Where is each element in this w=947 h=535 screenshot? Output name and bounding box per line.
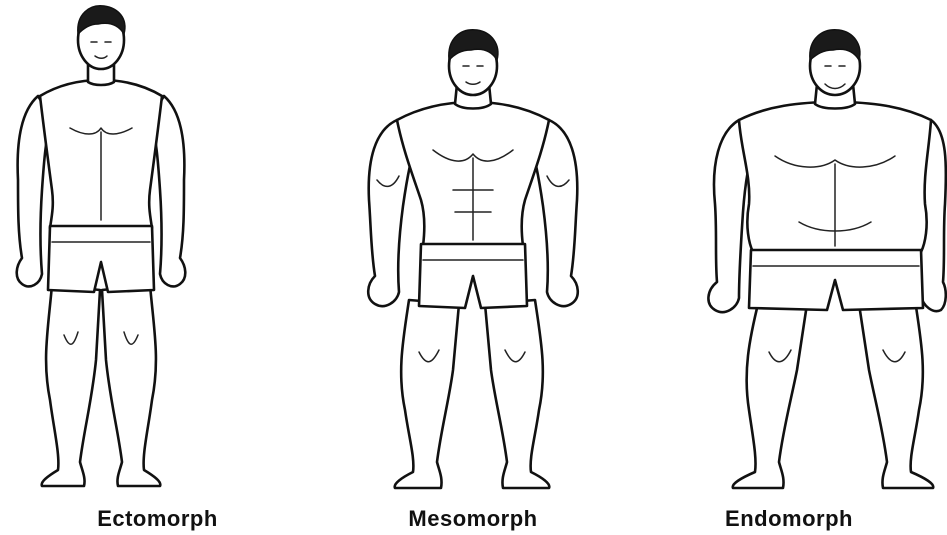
mesomorph-figure-illustration [315, 0, 631, 500]
mesomorph-label: Mesomorph [315, 506, 631, 532]
mesomorph-panel: Mesomorph [315, 0, 631, 535]
endomorph-label: Endomorph [631, 506, 947, 532]
ectomorph-label: Ectomorph [0, 506, 315, 532]
ectomorph-panel: Ectomorph [0, 0, 315, 535]
endomorph-figure-illustration [631, 0, 947, 500]
ectomorph-figure-illustration [0, 0, 315, 500]
endomorph-panel: Endomorph [631, 0, 947, 535]
